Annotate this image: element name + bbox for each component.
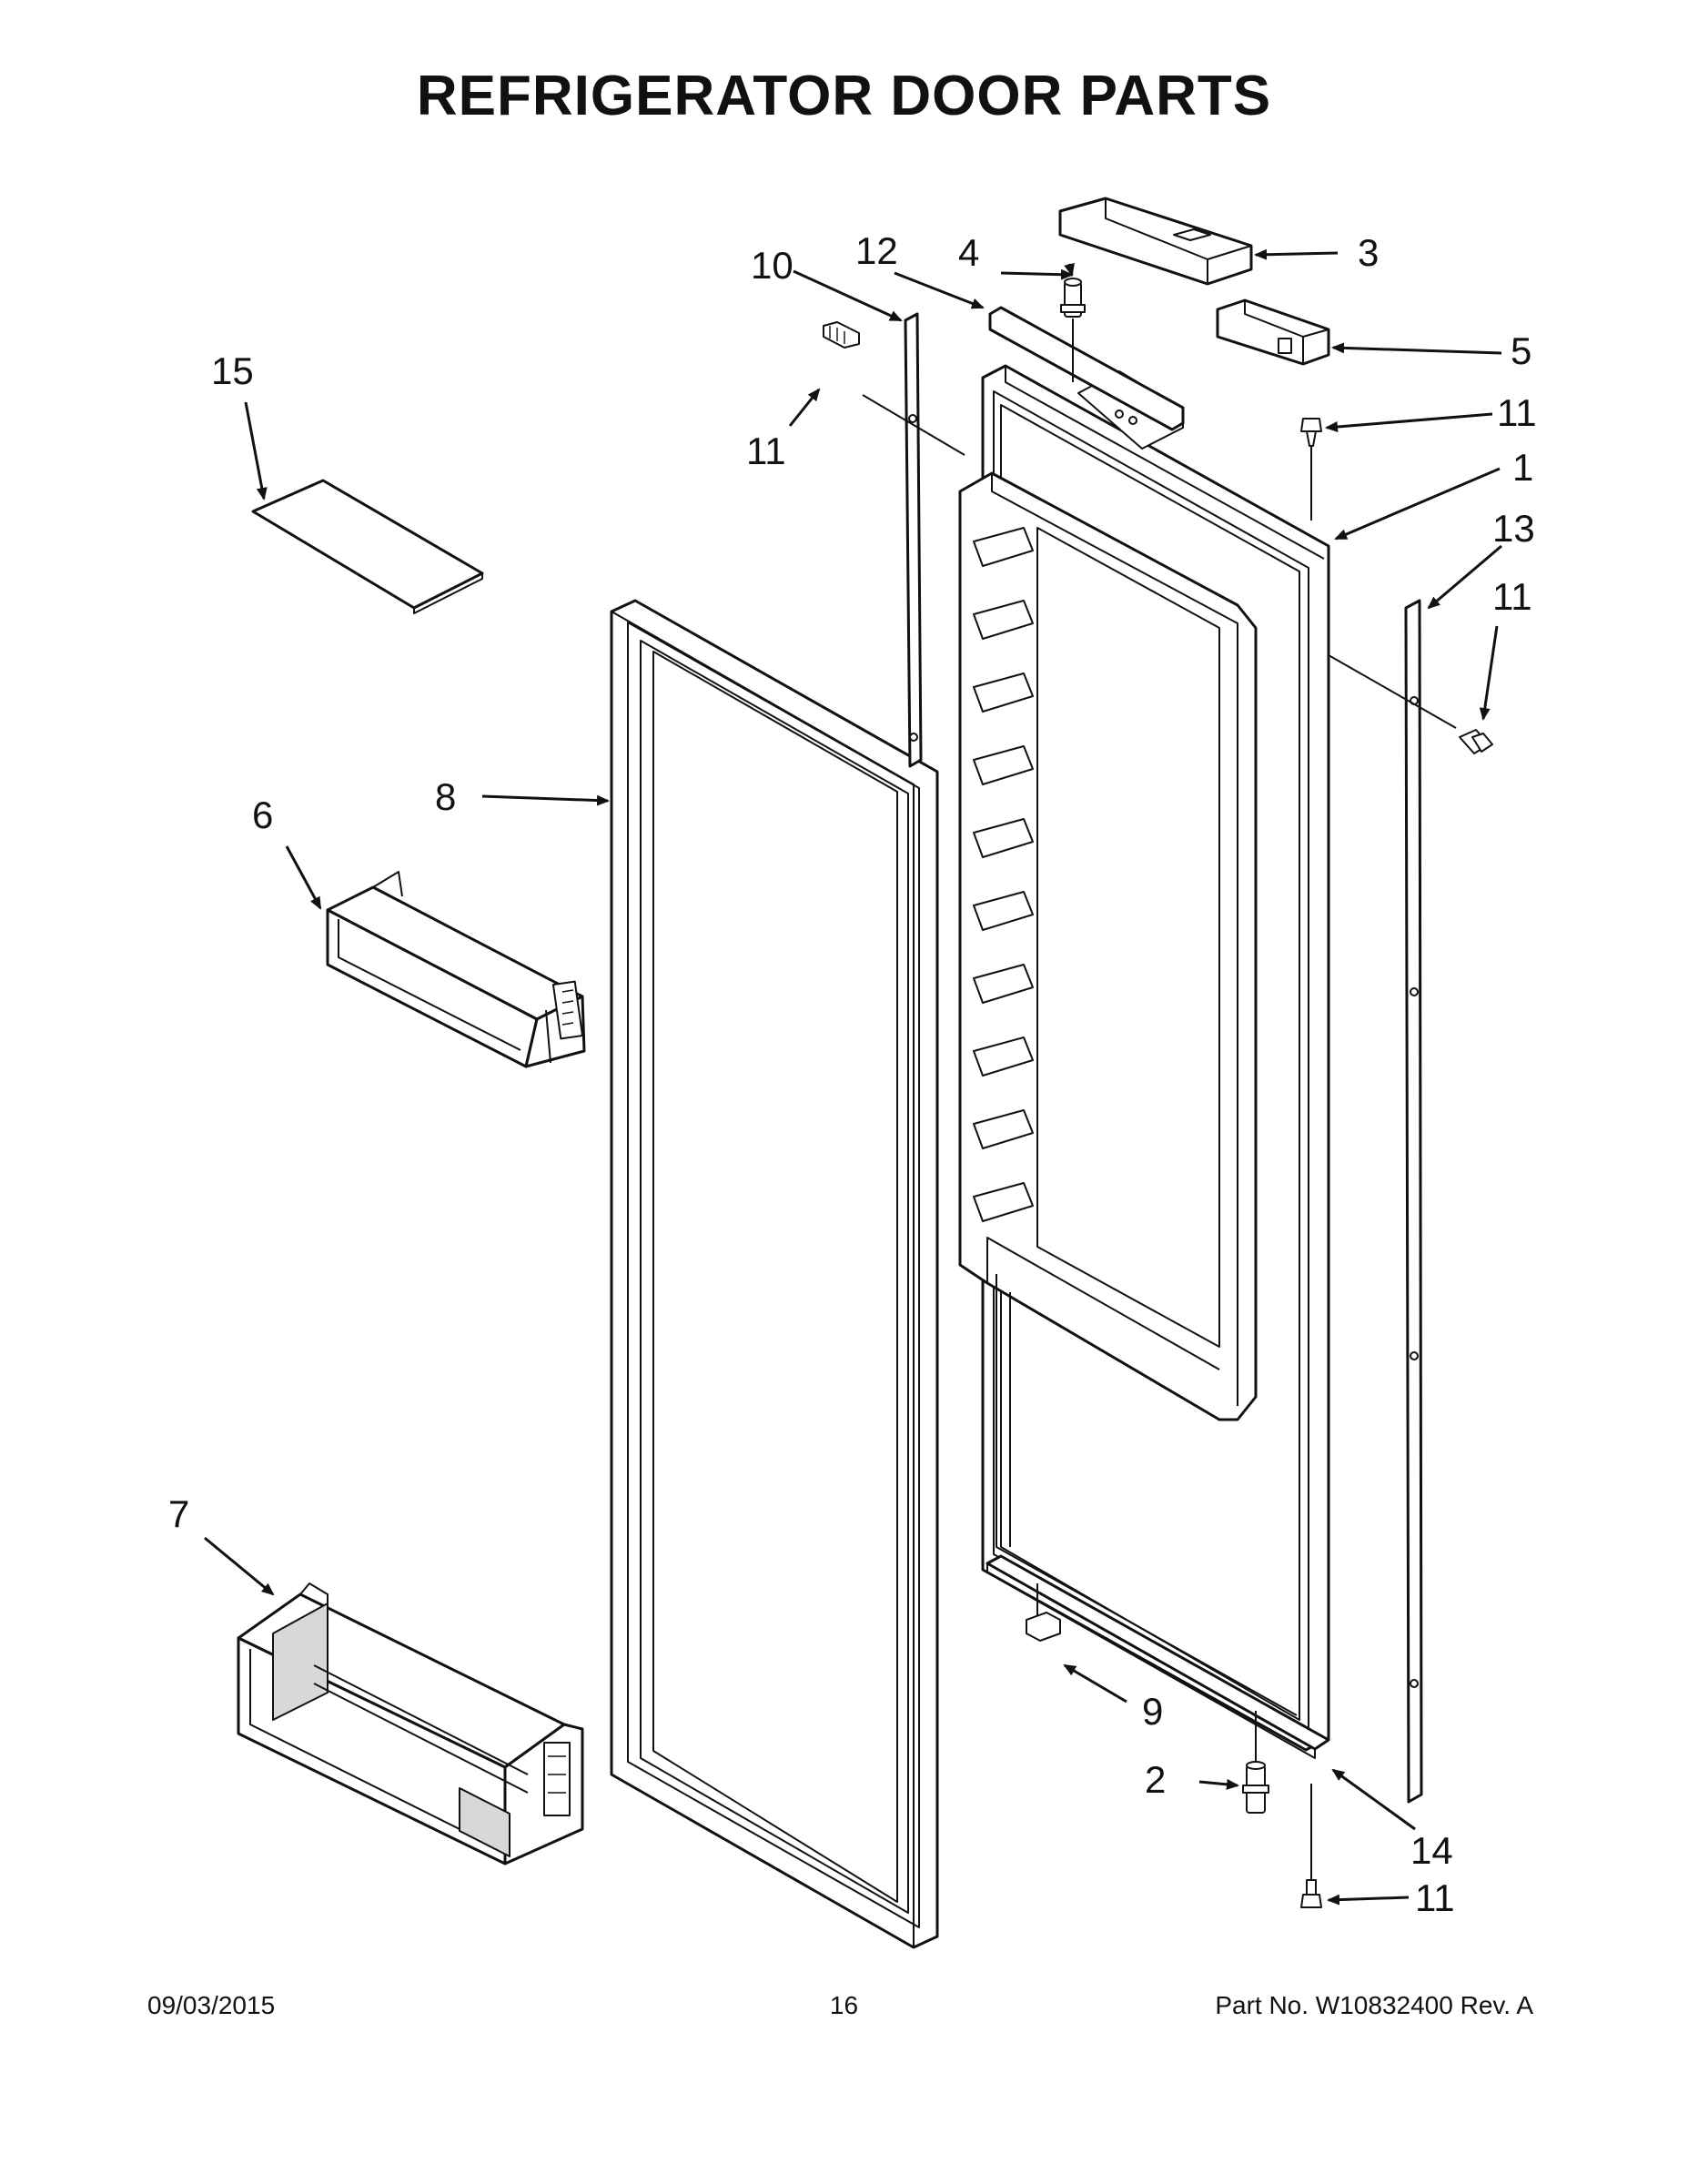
- part-8-door-gasket: [610, 599, 939, 1949]
- assembly-line: [862, 394, 965, 456]
- part-12-top-strip: [988, 306, 1185, 431]
- part-4-hinge-pin: [1060, 278, 1086, 382]
- part-2-hinge-pin: [1242, 1711, 1269, 1814]
- callout-13: 13: [1492, 507, 1535, 550]
- part-14-bottom-strip: [986, 1554, 1330, 1759]
- part-7-large-door-bin: [237, 1582, 584, 1866]
- shelf-retainers: [973, 527, 1034, 1222]
- part-9-hinge-bracket: [1026, 1583, 1061, 1642]
- part-11-screw-top-left: [823, 321, 860, 349]
- callout-10: 10: [751, 244, 793, 287]
- callout-6: 6: [252, 794, 273, 836]
- callout-3: 3: [1358, 231, 1379, 274]
- callout-14: 14: [1410, 1829, 1453, 1872]
- callout-7: 7: [168, 1492, 189, 1535]
- callout-11-top-right: 11: [1497, 391, 1537, 434]
- part-13-trim-strip: [1404, 599, 1423, 1804]
- part-15-label-card: [251, 479, 484, 614]
- callout-2: 2: [1145, 1758, 1166, 1801]
- part-11-screw-bottom: [1300, 1784, 1322, 1908]
- footer-page-number: 16: [829, 1991, 859, 2019]
- callout-9: 9: [1142, 1690, 1163, 1733]
- part-1-door-liner: [958, 364, 1330, 1752]
- footer-part-number: Part No. W10832400 Rev. A: [1215, 1991, 1533, 2019]
- assembly-line: [1328, 654, 1457, 729]
- part-10-trim-strip: [904, 312, 923, 768]
- callout-11-right: 11: [1492, 575, 1532, 618]
- page-title: REFRIGERATOR DOOR PARTS: [416, 65, 1272, 127]
- part-11-screw-top-right: [1300, 418, 1322, 521]
- part-5-hinge-block: [1216, 298, 1330, 366]
- footer-date: 09/03/2015: [147, 1991, 276, 2019]
- part-6-door-bin: [326, 871, 586, 1068]
- callout-15: 15: [211, 349, 254, 392]
- callout-5: 5: [1511, 329, 1531, 372]
- callout-11-top-left: 11: [746, 430, 786, 472]
- callout-12: 12: [855, 229, 898, 272]
- part-11-screw-right: [1459, 729, 1493, 754]
- callout-1: 1: [1512, 446, 1533, 489]
- leader-arrows: [204, 248, 1502, 1906]
- part-3-cover: [1058, 197, 1253, 286]
- callout-8: 8: [435, 775, 456, 818]
- callout-11-bottom: 11: [1415, 1876, 1455, 1919]
- callout-4: 4: [958, 231, 979, 274]
